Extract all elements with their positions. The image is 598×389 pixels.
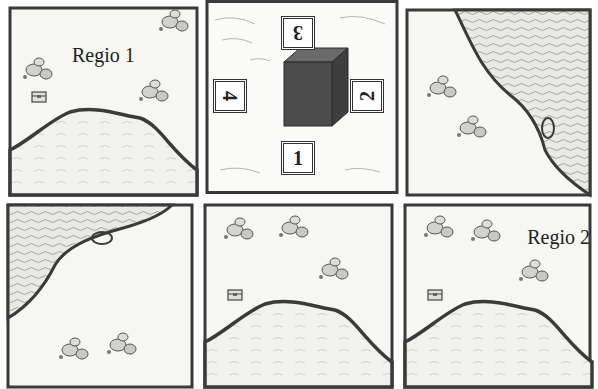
rock-cluster [457, 116, 486, 137]
rock-cluster [59, 338, 88, 359]
rock-cluster [139, 80, 168, 101]
number-label: 1 [293, 148, 303, 168]
cube-symbol [284, 48, 348, 126]
ice-hole [542, 118, 554, 138]
rock-cluster [279, 216, 308, 237]
map-tile [10, 8, 197, 195]
number-tile: 2 [350, 79, 384, 113]
map-tile [8, 205, 192, 387]
number-tile: 4 [213, 79, 247, 113]
chest-icon [228, 290, 242, 300]
map-tile [207, 2, 397, 193]
number-label: 4 [220, 91, 240, 101]
water-area [8, 205, 172, 318]
map-tile [205, 205, 392, 387]
water-area [455, 10, 590, 195]
rock-cluster [424, 216, 453, 237]
map-tile [405, 205, 592, 387]
region-label: Regio 1 [72, 44, 135, 66]
hill-outline [405, 302, 592, 387]
rock-cluster [224, 218, 253, 239]
ice-hole [92, 232, 112, 244]
hill-outline [10, 110, 197, 195]
number-tile: 3 [281, 16, 315, 50]
number-label: 2 [357, 91, 377, 101]
number-tile: 1 [281, 141, 315, 175]
chest-icon [428, 290, 442, 300]
rock-cluster [519, 260, 548, 281]
rock-cluster [319, 258, 348, 279]
chest-icon [32, 92, 46, 102]
rock-cluster [23, 58, 52, 79]
map-tile [407, 10, 590, 195]
number-label: 3 [293, 23, 303, 43]
hill-outline [205, 302, 392, 387]
rock-cluster [159, 10, 188, 31]
rock-cluster [471, 220, 500, 241]
rock-cluster [107, 333, 136, 354]
rock-cluster [427, 76, 456, 97]
region-label: Regio 2 [527, 226, 590, 248]
